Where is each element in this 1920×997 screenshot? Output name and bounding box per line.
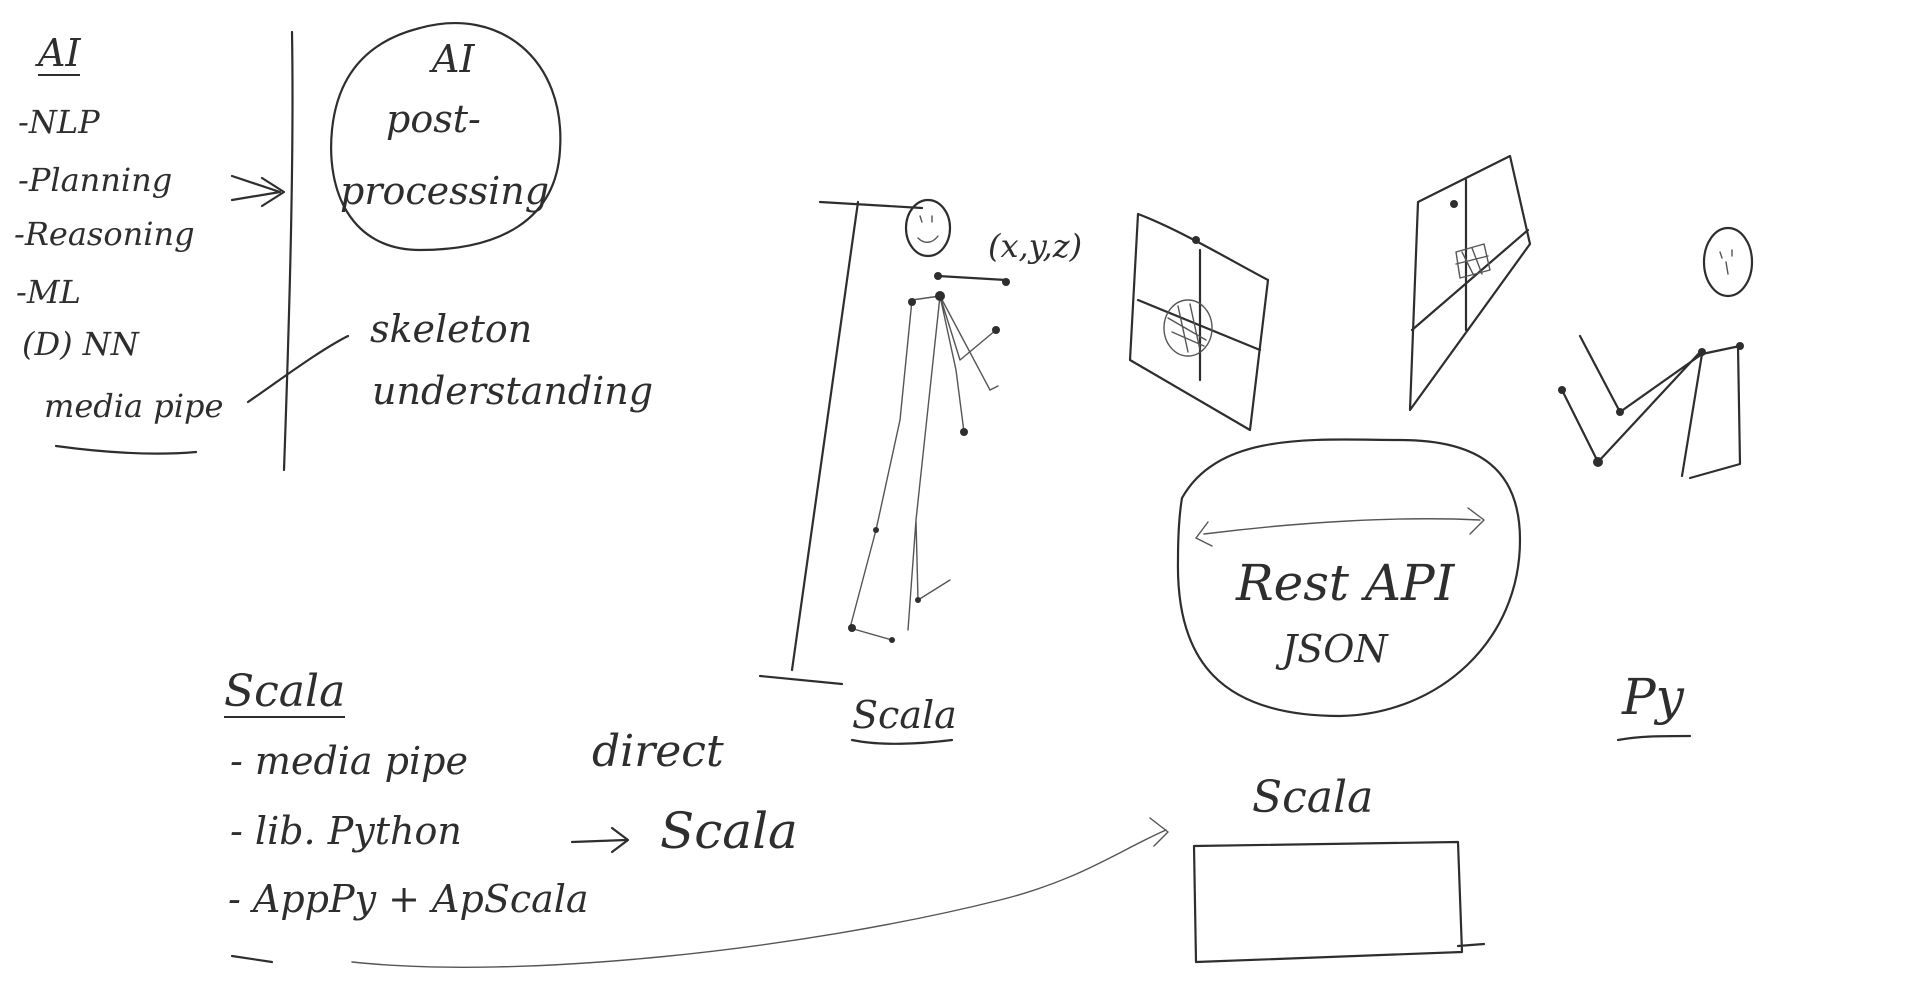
ai-heading: AI: [38, 31, 81, 76]
scala-box: [1192, 840, 1486, 964]
api-rest-label: Rest API: [1236, 554, 1455, 612]
scala-item-libpython: - lib. Python: [230, 809, 462, 853]
ai-item-nn: (D) NN: [22, 325, 139, 363]
ai-item-planning: -Planning: [18, 161, 173, 199]
scala-to-box-curve: [351, 817, 1169, 968]
mediapipe-underline: [54, 444, 198, 455]
ai-item-mediapipe: media pipe: [44, 387, 224, 425]
py-underline: [1616, 734, 1692, 742]
plane-left: [1128, 212, 1270, 432]
right-figure-head: [1702, 226, 1754, 298]
figure-scala-label: Scala: [852, 693, 957, 737]
py-label: Py: [1622, 668, 1684, 726]
mediapipe-to-skeleton-line: [246, 334, 350, 404]
skeleton-line2: understanding: [372, 369, 654, 413]
scala-item-apppy: - AppPy + ApScala: [228, 877, 589, 921]
pose-coordinate-label: (x,y,z): [988, 227, 1083, 265]
plane-right: [1408, 154, 1532, 412]
api-double-arrow: [1195, 507, 1485, 547]
api-json-label: JSON: [1282, 627, 1388, 671]
scala-list-bottom-tick: [230, 954, 274, 964]
figure-head: [904, 198, 952, 258]
figure-frame: [758, 200, 924, 686]
api-bubble: [1176, 438, 1522, 718]
planning-arrow: [230, 174, 286, 208]
ai-item-ml: -ML: [16, 273, 81, 311]
scala-heading: Scala: [224, 666, 346, 718]
scala-item-mediapipe: - media pipe: [230, 739, 468, 783]
figure-label-underline: [850, 738, 954, 745]
ai-item-reasoning: -Reasoning: [14, 215, 195, 253]
ai-post-circle: [330, 22, 562, 252]
left-divider-line: [282, 30, 294, 472]
arm-line: [936, 274, 1008, 282]
scala-item-target: Scala: [660, 802, 798, 860]
skeleton-line1: skeleton: [370, 307, 533, 351]
scala-box-label: Scala: [1252, 772, 1374, 823]
ai-post-line2: post-: [386, 97, 481, 141]
ai-post-line3: processing: [340, 169, 550, 213]
ai-item-nlp: -NLP: [18, 103, 100, 141]
ai-post-line1: AI: [432, 37, 475, 81]
scala-item-direct: direct: [592, 726, 724, 777]
